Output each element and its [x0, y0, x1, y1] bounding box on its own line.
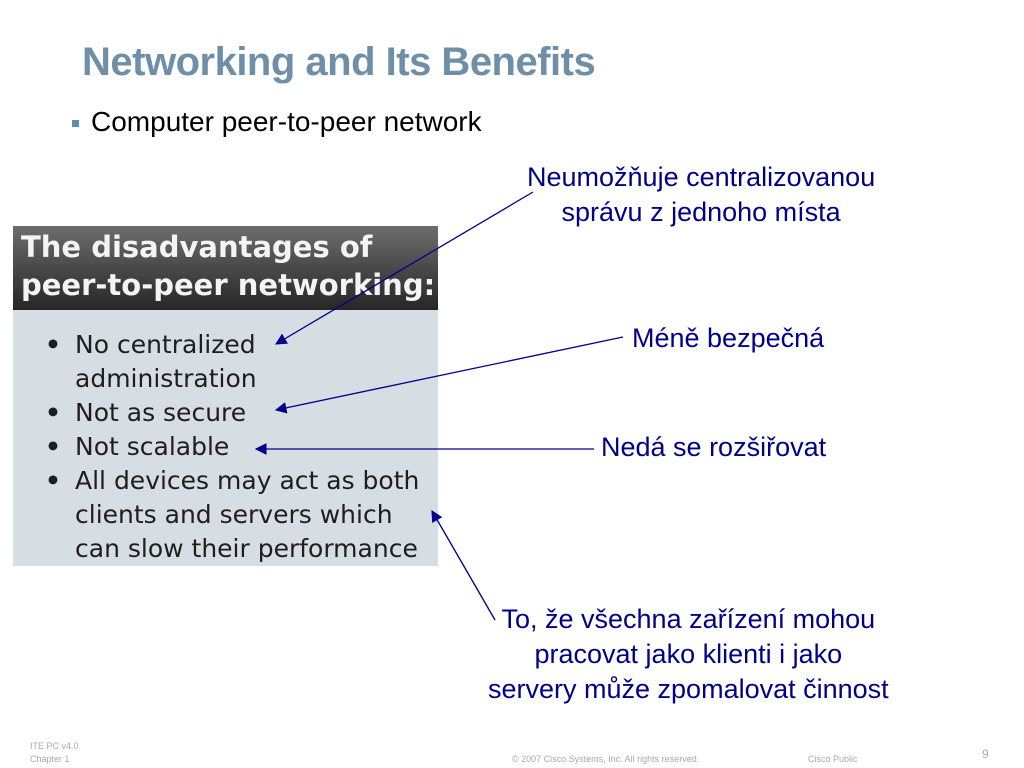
- square-bullet-icon: [72, 119, 79, 127]
- annotation-line: To, že všechna zařízení mohou: [501, 604, 876, 634]
- panel-header-line-2: peer-to-peer networking:: [21, 268, 436, 302]
- list-item: • Not as secure: [45, 398, 246, 427]
- slide-title: Networking and Its Benefits: [82, 40, 596, 84]
- arrow-secure: [274, 336, 624, 414]
- annotation-line: pracovat jako klienti i jako: [534, 639, 843, 669]
- bullet-dot: •: [45, 432, 61, 461]
- annotation-line: Neumožňuje centralizovanou: [527, 162, 876, 192]
- footer-chapter: Chapter 1: [30, 754, 70, 764]
- bullet-dot: •: [45, 398, 61, 427]
- list-item: • Not scalable: [45, 432, 229, 461]
- list-item-continuation: can slow their performance: [75, 534, 418, 563]
- list-item-continuation: clients and servers which: [75, 500, 393, 529]
- arrow-performance: [431, 509, 496, 621]
- list-item-text: Not scalable: [75, 432, 230, 461]
- annotation-performance: To, že všechna zařízení mohou pracovat j…: [488, 602, 889, 707]
- list-item: • No centralized: [45, 330, 256, 359]
- panel-header: The disadvantages of peer-to-peer networ…: [13, 226, 438, 310]
- annotation-centralized: Neumožňuje centralizovanou správu z jedn…: [527, 160, 875, 230]
- list-item-text: All devices may act as both: [75, 466, 420, 495]
- list-item-text: No centralized: [75, 330, 256, 359]
- bullet-dot: •: [45, 330, 61, 359]
- annotation-secure: Méně bezpečná: [632, 323, 825, 353]
- annotation-scalable: Nedá se rozšiřovat: [601, 432, 827, 462]
- bullet-text: Computer peer-to-peer network: [91, 106, 482, 137]
- footer-copyright: © 2007 Cisco Systems, Inc. All rights re…: [512, 754, 700, 764]
- disadvantages-panel: The disadvantages of peer-to-peer networ…: [13, 226, 438, 566]
- list-item-text: Not as secure: [75, 398, 247, 427]
- annotation-line: servery může zpomalovat činnost: [488, 674, 889, 704]
- annotation-line: správu z jednoho místa: [561, 197, 841, 227]
- footer-course: ITE PC v4.0: [30, 741, 79, 751]
- slide-bullet: Computer peer-to-peer network: [72, 106, 482, 138]
- page-number: 9: [982, 747, 989, 761]
- arrow-centralized: [274, 191, 534, 345]
- list-item: • All devices may act as both: [45, 466, 419, 495]
- bullet-dot: •: [45, 466, 61, 495]
- list-item-continuation: administration: [75, 364, 257, 393]
- footer-classification: Cisco Public: [808, 754, 858, 764]
- panel-header-line-1: The disadvantages of: [21, 230, 373, 264]
